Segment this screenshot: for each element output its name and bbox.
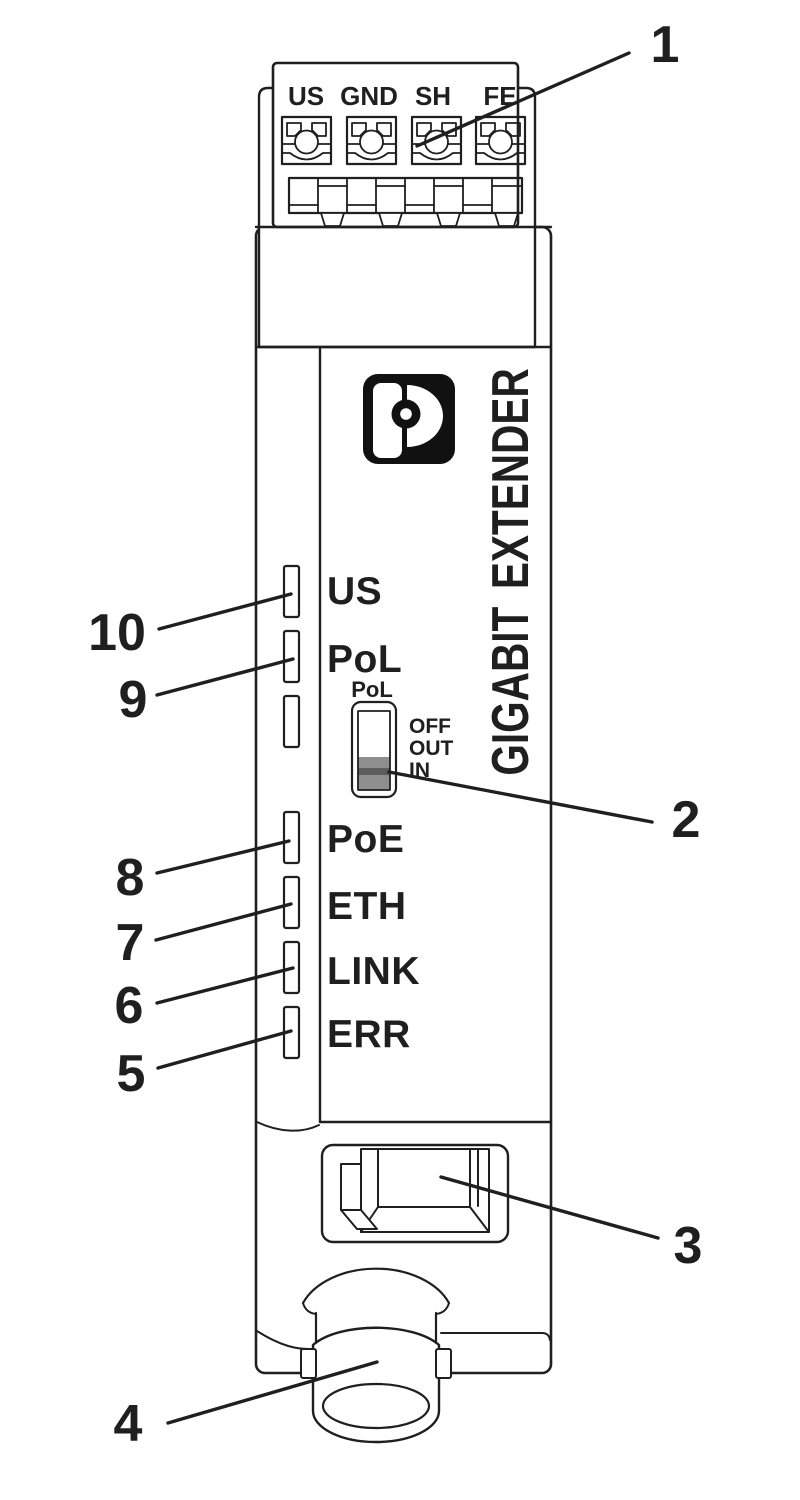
leader-line-4 [166,1360,379,1425]
led-label-pol: PoL [327,638,403,681]
led-label-poe: PoE [327,818,405,861]
leader-line-3 [439,1175,660,1240]
rj45-jack [320,1143,510,1244]
switch-option-out: OUT [409,737,454,760]
leader-line-5 [156,1029,293,1070]
callout-leader-lines [154,51,660,1425]
leader-line-9 [155,657,295,697]
leader-line-2 [387,770,654,824]
callout-1: 1 [650,16,680,74]
led-indicator-poe [282,810,301,865]
callout-4: 4 [113,1395,143,1453]
led-indicator-aux [282,694,301,749]
switch-option-off: OFF [409,715,451,738]
leader-line-10 [157,592,293,631]
led-label-eth: ETH [327,885,407,928]
device-name-vertical: GIGABIT EXTENDER [482,368,540,776]
terminal-label-us: US [287,81,325,111]
m12-connector [300,1267,452,1444]
leader-line-6 [155,966,295,1005]
callout-3: 3 [673,1217,703,1275]
m12-mount-tab-left [300,1348,317,1379]
callout-7: 7 [115,914,145,972]
wire-entry-row [287,176,524,227]
terminal-screws [280,115,527,166]
leader-line-7 [154,902,293,942]
callout-10: 10 [88,604,146,662]
m12-mount-tab-right [435,1348,452,1379]
phoenix-contact-logo-icon [363,374,455,464]
leader-line-8 [155,839,291,875]
callout-8: 8 [115,849,145,907]
led-label-us: US [327,570,383,613]
terminal-label-fe: FE [483,81,517,111]
terminal-us [280,115,333,166]
led-indicator-pol [282,629,301,684]
callout-5: 5 [116,1045,146,1103]
terminal-label-sh: SH [414,81,452,111]
leader-line-1 [415,51,631,148]
switch-title: PoL [351,677,393,702]
pol-selector-switch [350,700,398,799]
callout-6: 6 [114,977,144,1035]
rj45-latch [340,1163,362,1211]
terminal-label-gnd: GND [340,81,398,111]
callout-2: 2 [671,791,701,849]
led-label-err: ERR [327,1013,411,1056]
terminal-fe [474,115,527,166]
switch-option-in: IN [409,759,430,782]
led-indicator-us [282,564,301,619]
callout-9: 9 [118,671,148,729]
led-label-link: LINK [327,950,420,993]
terminal-gnd [345,115,398,166]
